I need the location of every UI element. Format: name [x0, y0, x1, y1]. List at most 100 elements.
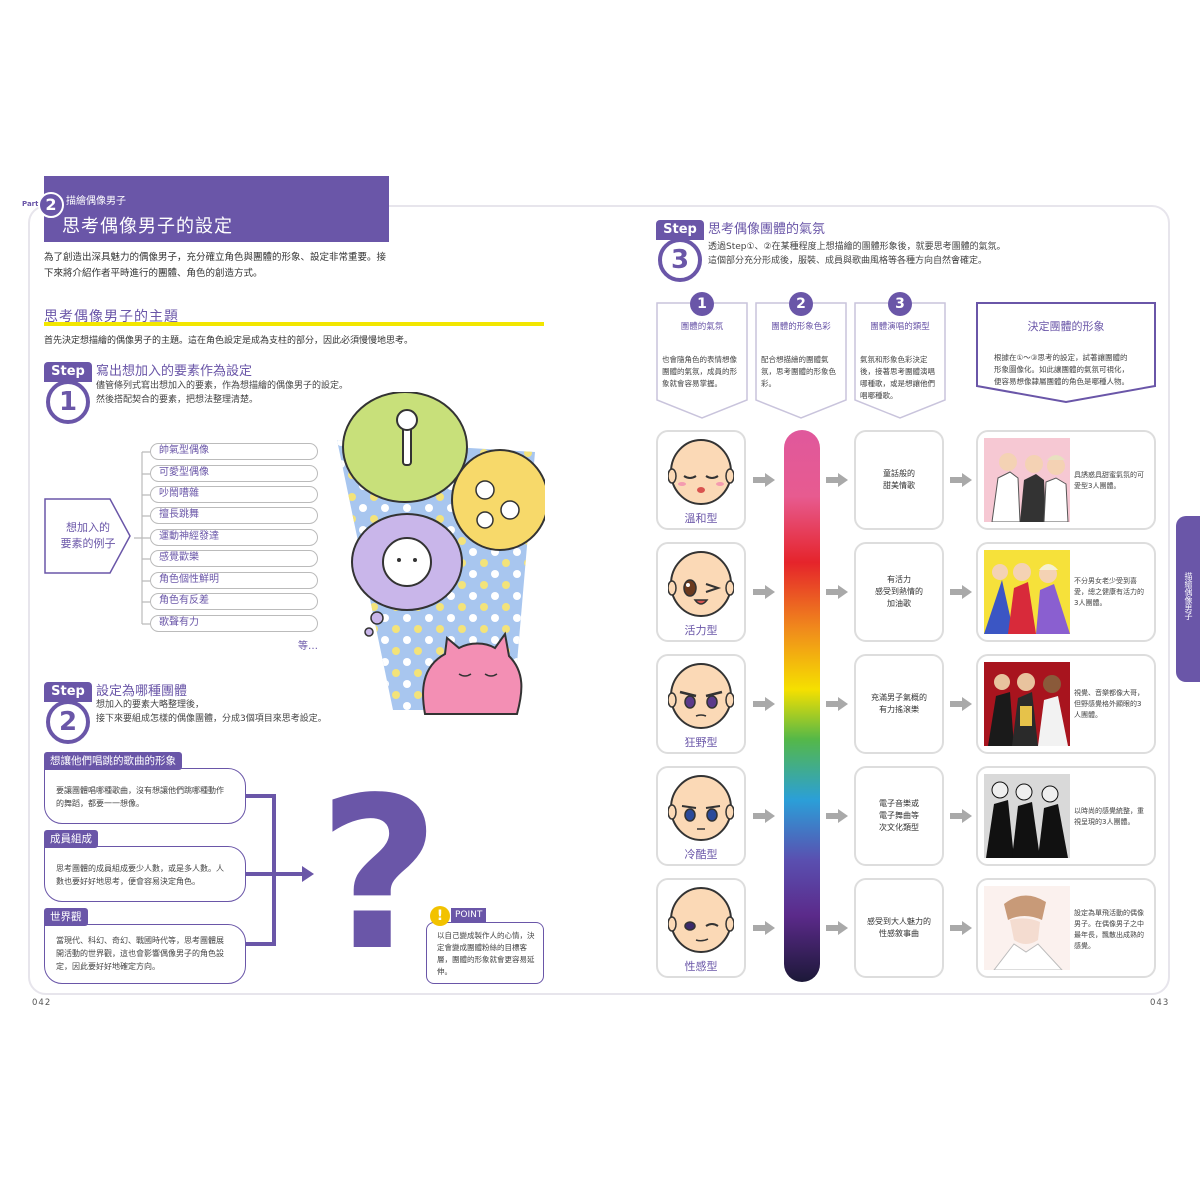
part-banner — [44, 176, 389, 242]
element-pill: 可愛型偶像 — [150, 465, 318, 482]
final-desc-line: 根據在①～③思考的設定，試著讓團體的 — [994, 353, 1128, 362]
example-label: 想加入的 要素的例子 — [54, 520, 122, 552]
element-pill: 運動神經發達 — [150, 529, 318, 546]
column-desc: 氣氛和形象色彩決定 後，接著思考團體演唱 哪種歌，或是想讓他們 唱哪種歌。 — [860, 354, 940, 402]
song-line: 童話般的 — [883, 469, 915, 478]
card-line: 的舞蹈，都要一一想像。 — [56, 799, 144, 808]
wild-group-illustration — [984, 662, 1070, 746]
arrow-right-icon — [753, 697, 775, 711]
sexy-solo-illustration — [984, 886, 1070, 970]
intro-line: 為了創造出深具魅力的偶像男子，充分確立角色與團體的形象、設定非常重要。接 — [44, 252, 387, 263]
arrow-right-icon — [826, 921, 848, 935]
song-card — [854, 542, 944, 642]
example-label-line: 想加入的 — [66, 521, 110, 534]
column-number: 2 — [789, 292, 813, 316]
point-label: POINT — [451, 908, 487, 922]
step1-desc-line: 儘管條列式寫出想加入的要素，作為想描繪的偶像男子的設定。 — [96, 381, 349, 391]
face-label: 活力型 — [684, 624, 718, 637]
song-type-text: 有活力 感受到熱情的 加油歌 — [858, 574, 940, 610]
step2-badge: Step 2 — [44, 682, 92, 744]
face-label: 性感型 — [684, 960, 718, 973]
gentle-group-illustration — [984, 438, 1070, 522]
point-text: 以自己變成製作人的心情，決 定會變成團體粉絲的目標客 層，團體的形象就會更容易延… — [437, 930, 537, 978]
series-label: 描繪偶像男子 — [66, 196, 126, 207]
step-number: 2 — [46, 700, 90, 744]
step-word: Step — [44, 682, 92, 702]
cool-group-illustration — [984, 774, 1070, 858]
element-pill: 擅長跳舞 — [150, 507, 318, 524]
arrow-right-icon — [950, 473, 972, 487]
column-desc-line: 彩。 — [761, 379, 776, 388]
example-bracket — [134, 451, 150, 625]
step-word: Step — [656, 220, 704, 240]
song-line: 次文化類型 — [879, 823, 919, 832]
section-title: 思考偶像男子的主題 — [44, 309, 179, 325]
song-line: 電子音樂或 — [879, 799, 919, 808]
result-text: 視覺、音樂都像大哥， 但野感覺格外顯眼的3 人團體。 — [1074, 688, 1152, 721]
step1-desc: 儘管條列式寫出想加入的要素，作為想描繪的偶像男子的設定。 然後搭配契合的要素，把… — [96, 379, 348, 407]
page-title: 思考偶像男子的設定 — [62, 216, 233, 237]
card-line: 當現代、科幻、奇幻、戰國時代等，思考團體展 — [56, 936, 224, 945]
element-pill: 歌聲有力 — [150, 615, 318, 632]
arrow-right-icon — [826, 585, 848, 599]
page-spread-frame — [28, 205, 1170, 995]
card-line: 要讓團體唱哪種歌曲，沒有想讓他們跳哪種動作 — [56, 786, 224, 795]
arrow-right-icon — [826, 473, 848, 487]
step1-desc-line: 然後搭配契合的要素，把想法整理清楚。 — [96, 395, 259, 405]
energetic-face-icon — [668, 551, 734, 617]
column-desc-line: 氣氛和形象色彩決定 — [860, 355, 928, 364]
card-worldview-text: 當現代、科幻、奇幻、戰國時代等，思考團體展 開活動的世界觀，這也會影響偶像男子的… — [56, 934, 224, 973]
result-line: 男子。在偶像男子之中 — [1074, 920, 1144, 928]
card-tag-song-image: 想讓他們唱跳的歌曲的形象 — [44, 752, 182, 770]
chapter-side-tab — [1176, 516, 1200, 682]
result-line: 愛型3人團體。 — [1074, 482, 1121, 490]
result-line: 視覺、音樂都像大哥， — [1074, 689, 1144, 697]
song-line: 有力搖滾樂 — [879, 705, 919, 714]
song-type-text: 感受到大人魅力的 性感敘事曲 — [858, 916, 940, 940]
element-pill: 吵鬧嘈雜 — [150, 486, 318, 503]
card-members — [44, 846, 246, 902]
point-line: 層，團體的形象就會更容易延 — [437, 955, 535, 964]
song-line: 感受到大人魅力的 — [867, 917, 931, 926]
arrow-right-icon — [950, 921, 972, 935]
column-desc-line: 哪種歌，或是想讓他們 — [860, 379, 935, 388]
element-pill: 帥氣型偶像 — [150, 443, 318, 460]
final-desc-line: 形象圖像化。如此讓團體的氣氛可視化， — [994, 365, 1129, 374]
column-header-frame — [656, 302, 748, 419]
result-line: 設定為單飛活動的偶像 — [1074, 909, 1144, 917]
song-line: 性感敘事曲 — [879, 929, 919, 938]
example-arrow-box — [44, 498, 131, 574]
result-line: 不分男女老少受到喜 — [1074, 577, 1137, 585]
column-title: 團體的形象色彩 — [771, 322, 831, 332]
energetic-group-illustration — [984, 550, 1070, 634]
step3-desc: 透過Step①、②在某種程度上想描繪的團體形象後，就要思考團體的氣氛。 這個部分… — [708, 240, 1068, 268]
final-desc: 根據在①～③思考的設定，試著讓團體的 形象圖像化。如此讓團體的氣氛可視化， 便容… — [994, 352, 1140, 388]
step2-desc: 想加入的要素大略整理後， 接下來要組成怎樣的偶像團體，分成3個項目來思考設定。 — [96, 698, 327, 726]
column-title: 團體的氣氛 — [680, 322, 724, 332]
part-word: Part — [22, 200, 39, 208]
cool-face-icon — [668, 775, 734, 841]
result-text: 以時尚的感覺統整，重 視呈現的3人團體。 — [1074, 806, 1152, 828]
card-members-text: 思考團體的成員組成要少人數，或是多人數。人 數也要好好地思考，便會容易決定角色。 — [56, 862, 224, 888]
step2-desc-line: 想加入的要素大略整理後， — [96, 700, 205, 710]
card-tag-members: 成員組成 — [44, 830, 98, 848]
column-desc: 配合想描繪的團體氣 氛，思考團體的形象色 彩。 — [761, 354, 841, 390]
column-header-atmosphere: 1 團體的氣氛 也會隨角色的表情想像 團體的氣氛，成員的形 象就會容易掌握。 — [656, 292, 748, 418]
column-desc-line: 後，接著思考團體演唱 — [860, 367, 935, 376]
song-card — [854, 878, 944, 978]
example-label-line: 要素的例子 — [60, 537, 116, 550]
final-title: 決定團體的形象 — [1027, 320, 1105, 333]
step1-heading: 寫出想加入的要素作為設定 — [96, 364, 253, 379]
section-underline — [44, 322, 544, 326]
song-line: 甜美情歌 — [883, 481, 915, 490]
column-desc-line: 唱哪種歌。 — [860, 391, 898, 400]
result-line: 感覺。 — [1074, 942, 1095, 950]
brainstorm-illustration — [337, 392, 545, 715]
result-line: 最年長，飄散出成熟的 — [1074, 931, 1144, 939]
step3-desc-line: 這個部分充分形成後，服裝、成員與歌曲風格等各種方向自然會確定。 — [708, 256, 988, 266]
arrow-right-icon — [753, 473, 775, 487]
step-word: Step — [44, 362, 92, 382]
column-desc-line: 象就會容易掌握。 — [662, 379, 722, 388]
arrow-right-icon — [950, 697, 972, 711]
sexy-face-icon — [668, 887, 734, 953]
